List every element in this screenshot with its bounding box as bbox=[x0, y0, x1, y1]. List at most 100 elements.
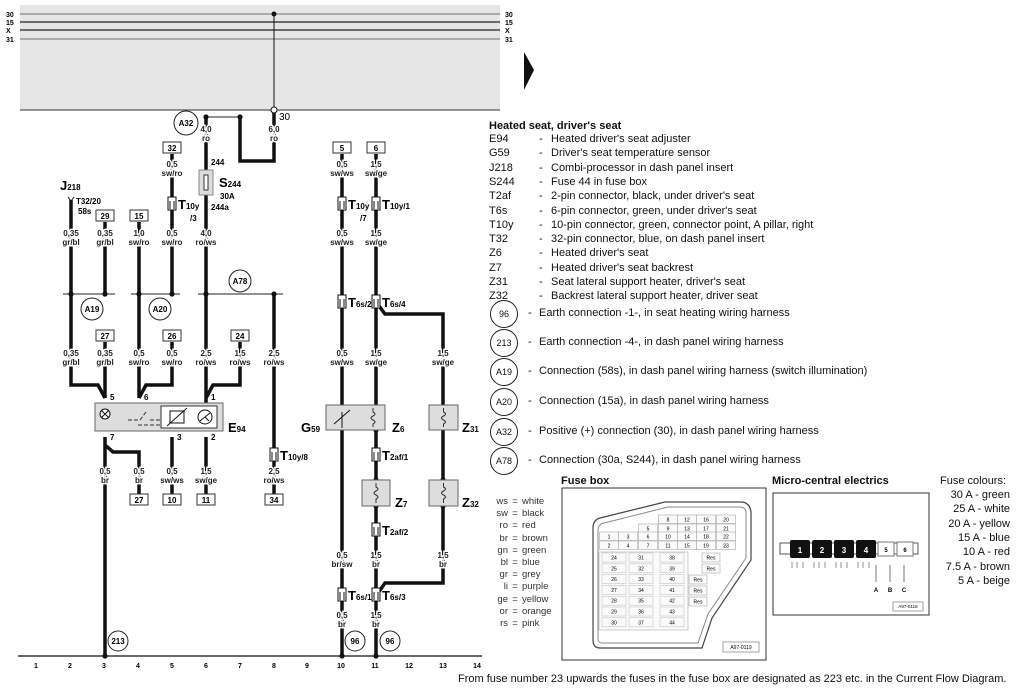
fuse-number: 29 bbox=[611, 610, 617, 616]
fuse-number: 25 bbox=[611, 566, 617, 572]
relay-number: 6 bbox=[903, 548, 907, 554]
fuse-number: 13 bbox=[684, 527, 690, 533]
wire-colour-label: sw/ge bbox=[365, 238, 388, 247]
micro-central-title: Micro-central electrics bbox=[772, 475, 889, 487]
bus-label-left: X bbox=[6, 28, 11, 35]
connector-name: T bbox=[382, 448, 390, 463]
fuse-number: 24 bbox=[611, 556, 617, 562]
colour-code: rs bbox=[500, 618, 508, 629]
pin-number: 1 bbox=[211, 393, 216, 402]
connector-sub: 10y/1 bbox=[390, 202, 411, 211]
legend-code: Z6 bbox=[489, 247, 502, 260]
s244-rating: 30A bbox=[220, 192, 235, 201]
legend-desc: Fuse 44 in fuse box bbox=[551, 175, 648, 188]
junction-dot bbox=[136, 291, 142, 297]
wire-size-label: 1,5 bbox=[370, 611, 382, 620]
pin-number: 5 bbox=[110, 393, 115, 402]
fuse-number: 42 bbox=[669, 599, 675, 605]
s244-label: S244 bbox=[219, 175, 242, 190]
relay-block bbox=[834, 540, 854, 558]
terminal-number: 29 bbox=[101, 212, 110, 221]
column-number: 10 bbox=[337, 663, 345, 670]
colour-code-item: ws=white bbox=[478, 496, 544, 507]
fuse-number: 18 bbox=[703, 535, 709, 541]
relay-number: 3 bbox=[842, 546, 847, 555]
wire-colour-label: br bbox=[135, 476, 143, 485]
figure-ref: A97-0118 bbox=[898, 604, 918, 609]
connector-icon bbox=[371, 522, 381, 537]
connector-label: T2af/1 bbox=[382, 448, 409, 463]
temperature-sensor-icon bbox=[333, 409, 351, 428]
colour-meaning: red bbox=[522, 520, 536, 532]
connection-id: A78 bbox=[233, 277, 248, 286]
fuse-number: 27 bbox=[611, 588, 617, 594]
connector-sub: 2af/2 bbox=[390, 528, 409, 537]
fuse-number: 11 bbox=[665, 544, 670, 550]
relay-pins-icon bbox=[857, 562, 870, 568]
pin-number: 6 bbox=[144, 393, 149, 402]
fuse-lower-block bbox=[598, 551, 689, 631]
colour-code-item: sw=black bbox=[478, 508, 544, 519]
junction-dot bbox=[440, 347, 446, 353]
legend-desc: Heated driver's seat backrest bbox=[551, 261, 694, 274]
fuse-number: 20 bbox=[723, 518, 729, 524]
wire-colour-label: ro/ws bbox=[196, 238, 217, 247]
legend-desc: 10-pin connector, green, connector point… bbox=[551, 218, 814, 231]
fuse-slot bbox=[696, 540, 716, 550]
colour-code: sw bbox=[496, 508, 508, 520]
wire-colour-label: gr/bl bbox=[96, 238, 113, 247]
g59-label: G59 bbox=[301, 420, 321, 435]
colour-meaning: black bbox=[522, 508, 545, 520]
relay-number: 5 bbox=[884, 548, 888, 554]
wire-colour-label: gr/bl bbox=[62, 358, 79, 367]
bus-panel bbox=[20, 5, 500, 110]
relay-pins-icon bbox=[813, 562, 826, 568]
fuse-colour-item: 25 A - white bbox=[953, 503, 1010, 516]
fuse-number: 35 bbox=[638, 599, 644, 605]
connector-label: T6s/3 bbox=[382, 588, 406, 603]
bus-label-left: 15 bbox=[6, 20, 14, 27]
terminal-box bbox=[95, 329, 115, 342]
connector-pin: /7 bbox=[360, 214, 367, 223]
connector-icon bbox=[337, 196, 347, 211]
pin-number: 2 bbox=[211, 433, 216, 442]
colour-code: ro bbox=[499, 520, 508, 532]
connector-pin-icon bbox=[339, 592, 345, 600]
fuse-slot bbox=[696, 514, 716, 524]
connection-circle-icon: 213 bbox=[490, 329, 518, 357]
next-page-arrow[interactable] bbox=[524, 52, 534, 90]
terminal-box bbox=[162, 329, 182, 342]
e94-sub: 94 bbox=[237, 425, 246, 434]
wire-size-label: 1,5 bbox=[370, 551, 382, 560]
z32-name: Z bbox=[462, 495, 470, 510]
relay-slot bbox=[701, 552, 721, 563]
wire-colour-label: sw/ro bbox=[162, 169, 183, 178]
connector-icon bbox=[371, 196, 381, 211]
colour-code-item: li=purple bbox=[478, 581, 549, 592]
fuse-number: 23 bbox=[723, 544, 729, 550]
legend-item: Z6-Heated driver's seat bbox=[489, 247, 648, 260]
fuse-slot bbox=[716, 540, 736, 550]
connector-sub: 6s/3 bbox=[390, 593, 406, 602]
fuse-slot bbox=[618, 540, 638, 550]
colour-code: ws bbox=[496, 496, 508, 507]
legend-desc: Earth connection -1-, in seat heating wi… bbox=[539, 307, 790, 319]
legend-item: T6s-6-pin connector, green, under driver… bbox=[489, 205, 757, 218]
legend-desc: Seat lateral support heater, driver's se… bbox=[551, 276, 746, 288]
fuse-out-pin: 244a bbox=[211, 203, 229, 212]
connection-id: 96 bbox=[351, 637, 360, 646]
legend-dash: - bbox=[539, 204, 543, 217]
terminal-box bbox=[95, 209, 115, 222]
terminal-number: 15 bbox=[135, 212, 144, 221]
connection-circle bbox=[228, 269, 252, 293]
colour-meaning: grey bbox=[522, 569, 541, 581]
connector-name: T bbox=[382, 295, 390, 310]
fuse-slot bbox=[628, 595, 654, 606]
fuse-number: 17 bbox=[703, 527, 709, 533]
wire-size-label: 2,5 bbox=[268, 349, 280, 358]
fuse-number: 21 bbox=[723, 527, 729, 533]
wire-size-label: 2,5 bbox=[268, 467, 280, 476]
legend-desc: Backrest lateral support heater, driver … bbox=[551, 290, 758, 303]
